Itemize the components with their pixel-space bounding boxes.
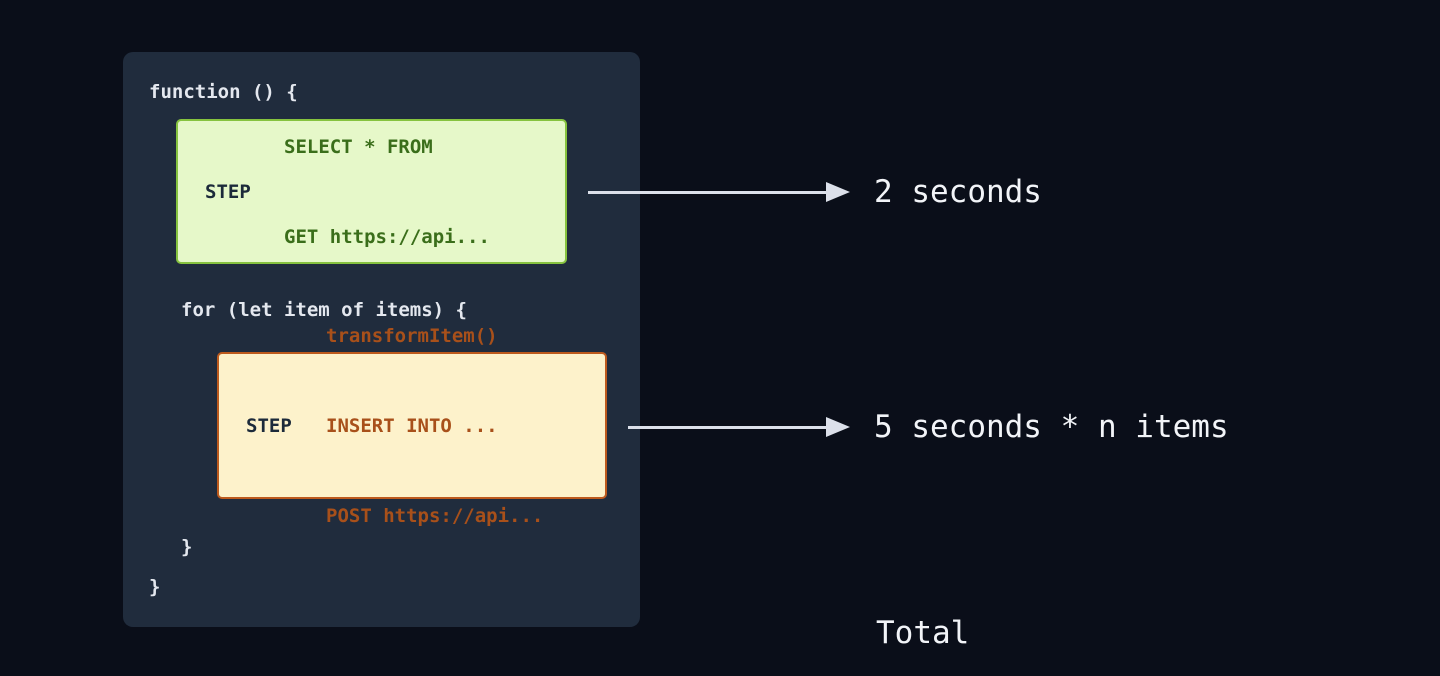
step-box-loop-body: STEP transformItem() INSERT INTO ... POS… [217,325,607,527]
code-line-function-close: } [149,576,161,598]
code-line-for-close: } [181,536,193,558]
step1-duration-label: 2 seconds [874,174,1042,210]
arrow-line [628,425,828,429]
step-box-query: STEP SELECT * FROM GET https://api... [176,119,567,264]
step-code-line: INSERT INTO ... [326,414,498,437]
arrow-right-icon [826,417,850,437]
step-code-line: GET https://api... [284,225,490,248]
step-code-line: SELECT * FROM [284,135,433,158]
code-line-function-open: function () { [149,81,298,103]
total-title: Total [876,615,970,651]
step-code-lines: transformItem() INSERT INTO ... POST htt… [326,261,543,591]
step-code-lines: SELECT * FROM GET https://api... [284,72,490,312]
arrow-line [588,190,828,194]
step-label: STEP [246,414,292,437]
step-code-line: transformItem() [326,324,498,347]
step2-duration-label: 5 seconds * n items [874,409,1229,445]
step2-duration-arrow [628,417,850,437]
total-summary: Total 100 items = 502 seconds [876,531,1305,676]
step1-duration-arrow [588,182,850,202]
step-label: STEP [205,180,251,203]
code-panel: function () { STEP SELECT * FROM GET htt… [123,52,640,627]
code-line-for-open: for (let item of items) { [181,299,467,321]
step-code-line: POST https://api... [326,504,544,527]
arrow-right-icon [826,182,850,202]
